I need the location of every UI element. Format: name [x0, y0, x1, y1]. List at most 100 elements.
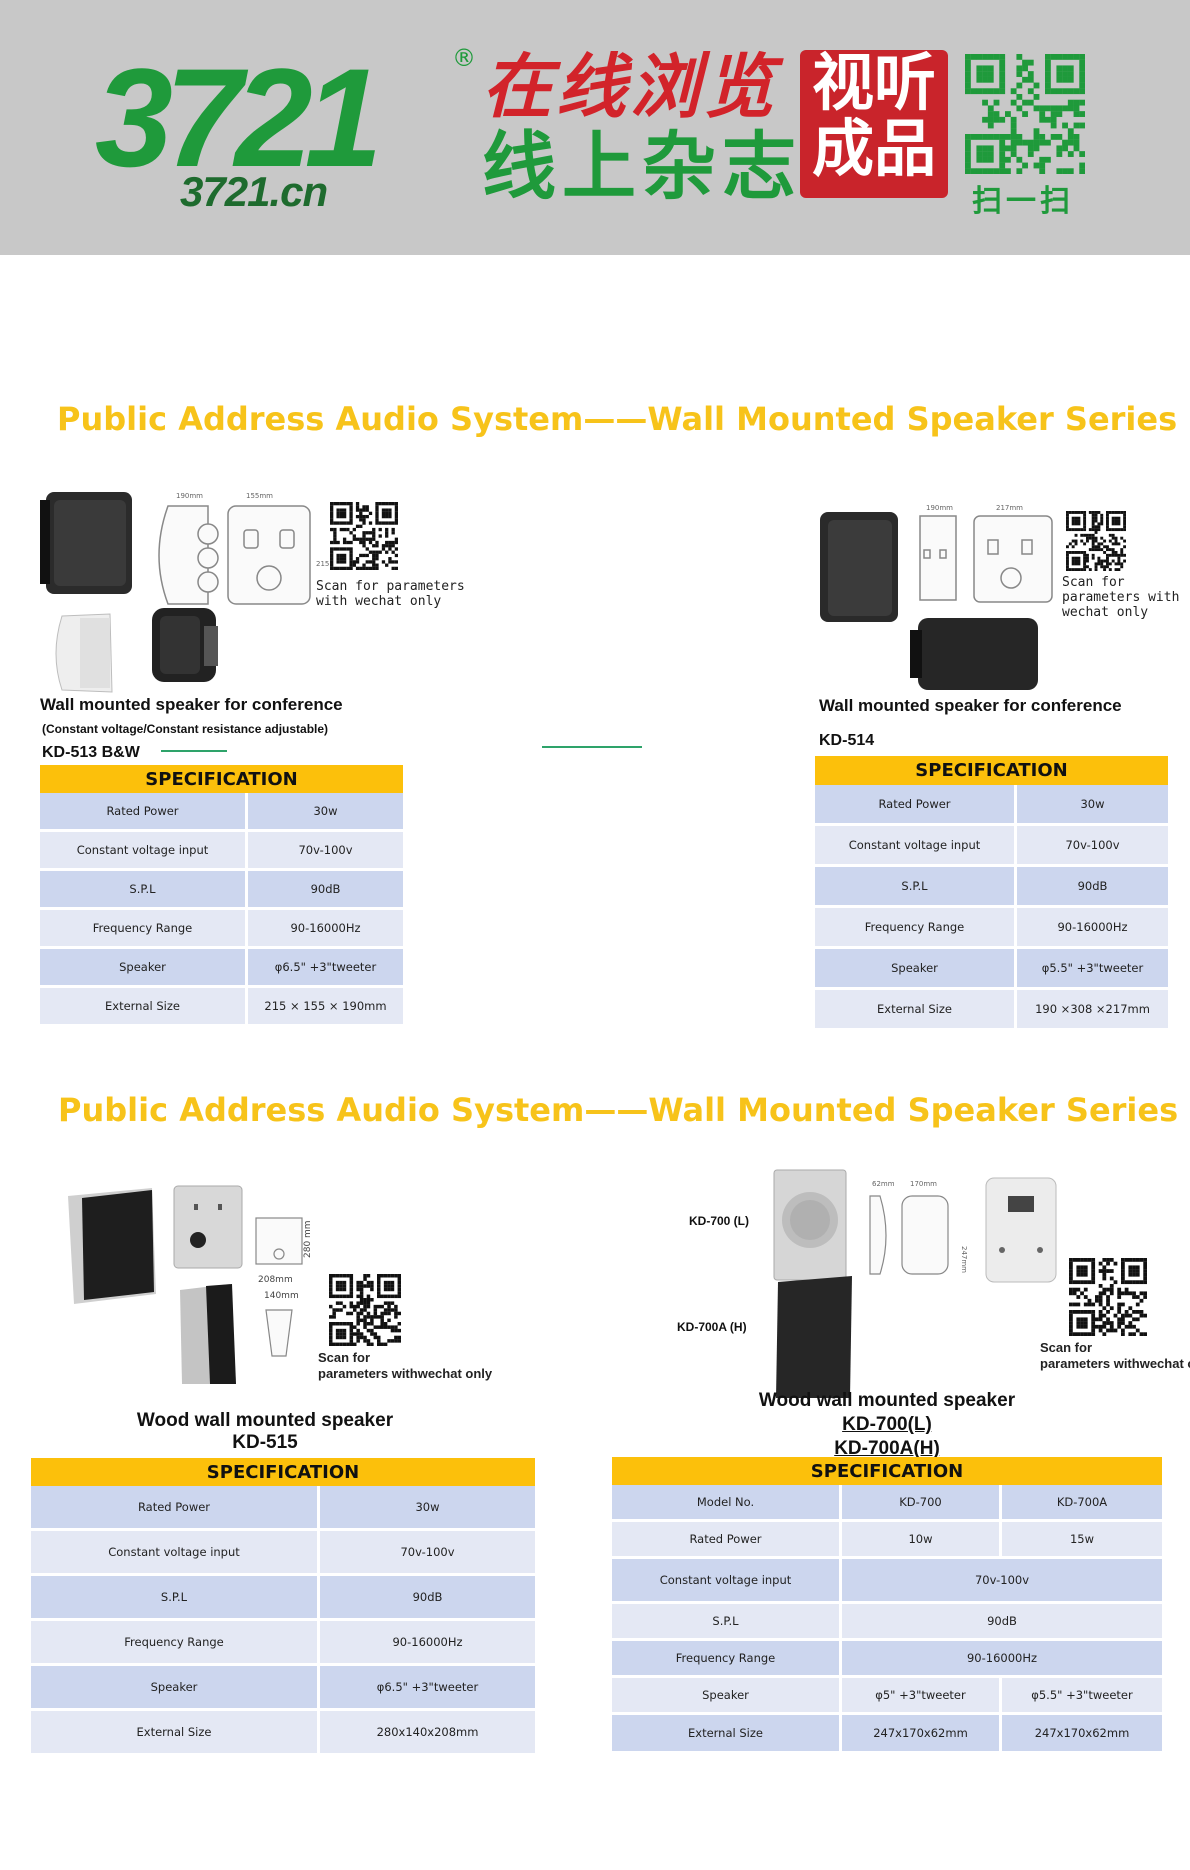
kd514-qr-code-icon[interactable] — [1066, 511, 1126, 571]
qr-caption-line: wechat only — [1062, 605, 1149, 620]
speaker-side-drawing — [158, 505, 219, 605]
dim-height: 280 mm — [303, 1220, 313, 1258]
kd514-qr-caption: Scan for parameters with wechat only — [1062, 575, 1179, 620]
speaker-back-drawing — [973, 515, 1053, 603]
kd515-qr-code-icon[interactable] — [329, 1274, 401, 1346]
speaker-side-drawing — [869, 1195, 949, 1275]
spec-label: Speaker — [815, 949, 1017, 990]
spec-label: External Size — [815, 990, 1017, 1031]
spec-label: Frequency Range — [40, 910, 248, 949]
kd514-model: KD-514 — [819, 732, 875, 749]
spec-value: 70v-100v — [248, 832, 403, 871]
qr-caption-line: parameters withwechat only — [318, 1366, 493, 1381]
spec-value: 30w — [320, 1486, 535, 1531]
section-title-1: Public Address Audio System——Wall Mounte… — [57, 400, 1178, 438]
kd515-product-name: Wood wall mounted speaker — [136, 1410, 394, 1431]
kd513-product-subtitle: (Constant voltage/Constant resistance ad… — [42, 722, 329, 736]
spec-label: Frequency Range — [815, 908, 1017, 949]
speaker-wood-drawing — [255, 1217, 303, 1357]
kd513-qr-code-icon[interactable] — [330, 502, 398, 570]
speaker-back-drawing — [227, 505, 311, 605]
qr-code-icon[interactable] — [965, 54, 1085, 174]
spec-value: 30w — [248, 793, 403, 832]
spec-header: SPECIFICATION — [612, 1457, 1162, 1485]
spec-value: 280x140x208mm — [320, 1711, 535, 1756]
spec-value: φ5" +3"tweeter — [842, 1678, 1002, 1715]
dim-width: 217mm — [996, 504, 1023, 512]
spec-value: KD-700A — [1002, 1485, 1162, 1522]
kd700-qr-code-icon[interactable] — [1069, 1258, 1147, 1336]
speaker-black-bracket — [152, 608, 218, 682]
spec-value: 15w — [1002, 1522, 1162, 1559]
spec-label: Rated Power — [40, 793, 248, 832]
speaker-white — [55, 613, 113, 693]
dim-width: 170mm — [910, 1180, 937, 1188]
table-row: Constant voltage input 70v-100v — [612, 1559, 1162, 1604]
qr-caption-line: with wechat only — [316, 594, 442, 609]
qr-caption-line: Scan for — [1040, 1340, 1093, 1355]
kd700a-label: KD-700A (H) — [677, 1320, 747, 1334]
spec-value: 90dB — [842, 1604, 1162, 1641]
kd700-model-l: KD-700(L) — [842, 1414, 932, 1435]
table-row: Frequency Range 90-16000Hz — [612, 1641, 1162, 1678]
spec-label: S.P.L — [815, 867, 1017, 908]
spec-value: φ5.5" +3"tweeter — [1017, 949, 1168, 990]
stamp-badge: 视听 成品 — [800, 50, 948, 198]
kd513-model: KD-513 B&W — [42, 744, 140, 761]
slogan-online-browse: 在线浏览 — [482, 45, 778, 128]
dim-width: 155mm — [246, 492, 273, 500]
spec-label: Speaker — [612, 1678, 842, 1715]
spec-value: 90dB — [320, 1576, 535, 1621]
speaker-wood-back — [173, 1185, 243, 1269]
qr-caption-line: Scan for parameters — [316, 579, 465, 594]
table-row: Model No. KD-700 KD-700A — [612, 1485, 1162, 1522]
spec-header: SPECIFICATION — [40, 765, 403, 793]
speaker-wood-front — [68, 1188, 156, 1304]
dim-width: 208mm — [258, 1275, 293, 1285]
spec-value: 90-16000Hz — [842, 1641, 1162, 1678]
dim-depth: 140mm — [264, 1291, 299, 1301]
spec-label: Constant voltage input — [31, 1531, 320, 1576]
qr-caption-line: Scan for — [318, 1350, 371, 1365]
kd515-qr-caption: Scan for parameters withwechat only — [318, 1350, 492, 1382]
scan-label: 扫一扫 — [972, 184, 1074, 219]
section-title-2: Public Address Audio System——Wall Mounte… — [58, 1091, 1179, 1129]
spec-label: Rated Power — [31, 1486, 320, 1531]
qr-caption-line: Scan for — [1062, 575, 1125, 590]
table-row: External Size 247x170x62mm 247x170x62mm — [612, 1715, 1162, 1754]
kd515-product-images: 280 mm 208mm 140mm — [68, 1185, 313, 1384]
kd700-label: KD-700 (L) — [689, 1214, 750, 1228]
speaker-wood-angled — [180, 1284, 236, 1384]
table-row: Speaker φ5" +3"tweeter φ5.5" +3"tweeter — [612, 1678, 1162, 1715]
spec-value: 70v-100v — [1017, 826, 1168, 867]
kd513-qr-caption: Scan for parameters with wechat only — [316, 579, 465, 609]
slogan-online-magazine: 线上杂志 — [482, 124, 802, 210]
spec-header: SPECIFICATION — [815, 756, 1168, 785]
logo-domain: 3721.cn — [180, 168, 328, 215]
kd700-spec-table: SPECIFICATION Model No. KD-700 KD-700A R… — [612, 1457, 1162, 1754]
kd700-product-name: Wood wall mounted speaker — [758, 1390, 1016, 1411]
spec-value: φ6.5" +3"tweeter — [320, 1666, 535, 1711]
spec-label: Constant voltage input — [40, 832, 248, 871]
qr-caption-line: parameters withwechat only — [1040, 1356, 1190, 1371]
spec-value: 30w — [1017, 785, 1168, 826]
spec-value: 90-16000Hz — [320, 1621, 535, 1666]
spec-label: External Size — [31, 1711, 320, 1756]
